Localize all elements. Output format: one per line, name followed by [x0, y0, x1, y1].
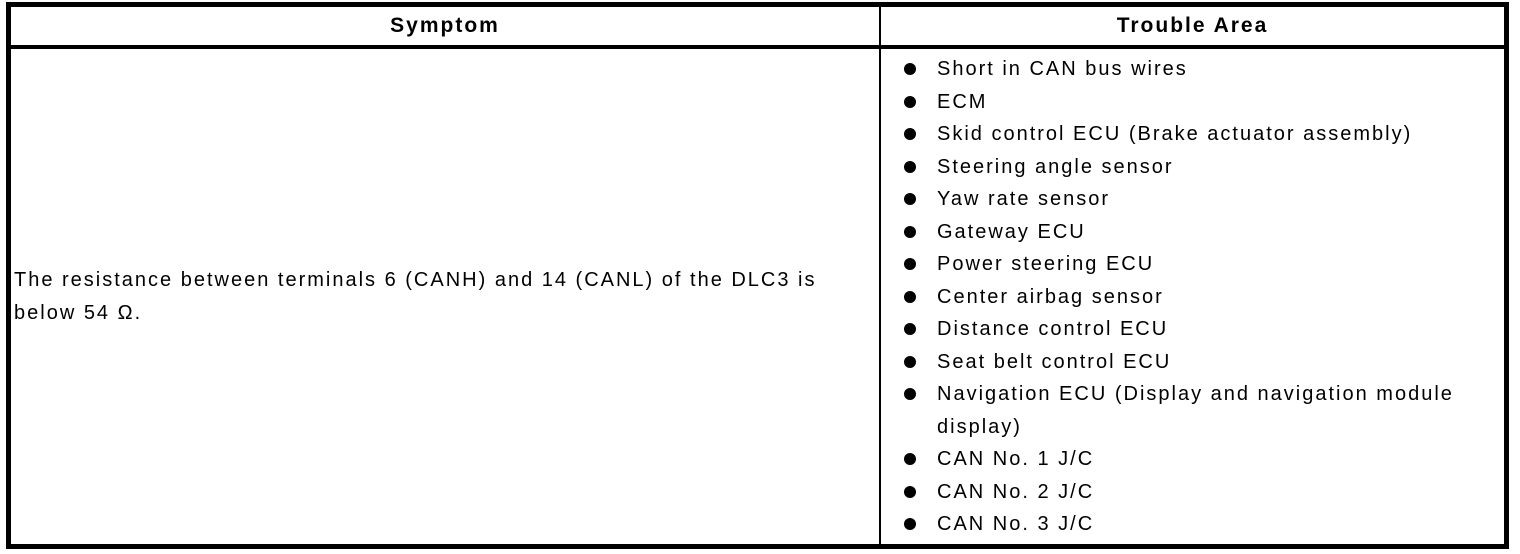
trouble-area-item: Distance control ECU — [881, 313, 1500, 346]
trouble-area-item: Short in CAN bus wires — [881, 53, 1500, 86]
bullet-icon — [904, 225, 916, 238]
bullet-icon — [904, 128, 916, 140]
trouble-area-item-text: Center airbag sensor — [937, 285, 1164, 308]
symptom-text: The resistance between terminals 6 (CANH… — [14, 268, 817, 324]
trouble-area-item: Gateway ECU — [881, 216, 1500, 249]
bullet-icon — [904, 95, 916, 108]
trouble-area-item: Steering angle sensor — [881, 151, 1500, 184]
header-cell-trouble-area: Trouble Area — [1116, 14, 1269, 37]
bullet-icon — [904, 355, 916, 368]
trouble-area-item: Yaw rate sensor — [881, 183, 1500, 216]
trouble-area-item-text: Power steering ECU — [937, 253, 1155, 275]
trouble-area-item-text: Short in CAN bus wires — [937, 58, 1188, 80]
bullet-icon — [904, 160, 916, 173]
trouble-area-item-text: Yaw rate sensor — [937, 188, 1111, 210]
bullet-icon — [904, 388, 916, 400]
trouble-area-item-text: ECM — [937, 90, 988, 113]
header-cell-symptom: Symptom — [11, 7, 881, 45]
table-body-row: The resistance between terminals 6 (CANH… — [11, 49, 1504, 544]
bullet-icon — [904, 193, 916, 205]
bullet-icon — [904, 290, 916, 303]
trouble-area-item: ECM — [881, 86, 1500, 119]
trouble-area-item: Seat belt control ECU — [881, 346, 1500, 379]
trouble-area-item-text: Distance control ECU — [937, 318, 1169, 340]
trouble-area-item-text: Steering angle sensor — [937, 155, 1174, 178]
trouble-area-item-text: CAN No. 1 J/C — [937, 448, 1095, 470]
table-header-row: Symptom Trouble Area — [11, 7, 1504, 49]
symptom-trouble-area-table: Symptom Trouble Area The resistance betw… — [6, 2, 1509, 549]
symptom-cell: The resistance between terminals 6 (CANH… — [11, 49, 881, 544]
trouble-area-item-text: Seat belt control ECU — [937, 350, 1172, 373]
trouble-area-item-text: CAN No. 2 J/C — [937, 480, 1095, 503]
trouble-area-item: CAN No. 2 J/C — [881, 476, 1500, 509]
bullet-icon — [904, 258, 916, 270]
trouble-area-item: CAN No. 1 J/C — [881, 443, 1500, 476]
trouble-area-item: Navigation ECU (Display and navigation m… — [881, 378, 1500, 443]
bullet-icon — [904, 485, 916, 498]
trouble-area-item-text: Navigation ECU (Display and navigation m… — [937, 383, 1454, 438]
bullet-icon — [904, 453, 916, 465]
trouble-area-item-text: Gateway ECU — [937, 220, 1086, 243]
trouble-area-item: Skid control ECU (Brake actuator assembl… — [881, 118, 1500, 151]
trouble-area-item: Power steering ECU — [881, 248, 1500, 281]
trouble-area-item: Center airbag sensor — [881, 281, 1500, 314]
bullet-icon — [904, 63, 916, 75]
trouble-area-list: Short in CAN bus wires ECM Skid control … — [881, 53, 1500, 541]
bullet-icon — [904, 323, 916, 335]
trouble-area-item: CAN No. 3 J/C — [881, 508, 1500, 541]
bullet-icon — [904, 518, 916, 530]
trouble-area-cell: Short in CAN bus wires ECM Skid control … — [881, 49, 1504, 544]
trouble-area-item-text: CAN No. 3 J/C — [937, 513, 1095, 535]
trouble-area-item-text: Skid control ECU (Brake actuator assembl… — [937, 123, 1413, 145]
